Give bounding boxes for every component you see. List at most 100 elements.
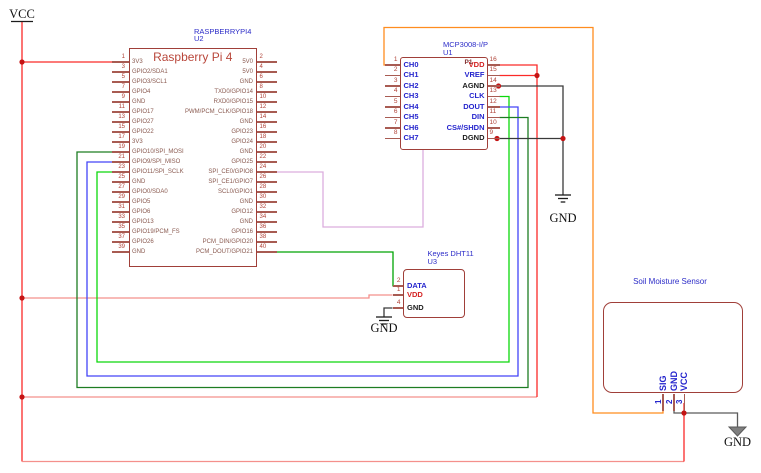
pin-number: 13	[489, 87, 497, 95]
pin-stub[interactable]	[385, 137, 400, 140]
pin-stub[interactable]	[392, 285, 403, 287]
pin-stub[interactable]	[112, 151, 129, 153]
wire-mcp-dgnd[interactable]	[497, 137, 564, 196]
wire-mcp-vdd[interactable]	[499, 64, 538, 76]
pin-stub[interactable]	[385, 85, 400, 87]
pin-stub[interactable]	[385, 74, 400, 77]
pin-stub[interactable]	[683, 393, 686, 411]
pin-stub[interactable]	[257, 61, 277, 63]
wire-spi-mosi[interactable]	[76, 116, 529, 389]
pin-stub[interactable]	[112, 221, 129, 223]
pin-stub[interactable]	[487, 95, 500, 98]
pin-number: 18	[259, 134, 267, 141]
pin-stub[interactable]	[257, 151, 277, 153]
pin-label: GND	[132, 248, 146, 255]
pin-stub[interactable]	[257, 191, 277, 193]
pin-stub[interactable]	[257, 111, 277, 113]
pin-stub[interactable]	[257, 131, 277, 133]
wire-vcc-dht-vdd[interactable]	[22, 294, 393, 299]
pin-stub[interactable]	[487, 137, 500, 140]
pin-stub[interactable]	[385, 106, 400, 108]
soil-sensor-body[interactable]	[603, 302, 743, 393]
pin-stub[interactable]	[662, 393, 664, 411]
wire-dht-gnd[interactable]	[383, 307, 393, 317]
pin-stub[interactable]	[112, 111, 129, 113]
pin-stub[interactable]	[257, 251, 277, 253]
dht11-body[interactable]	[403, 268, 465, 318]
pin-stub[interactable]	[257, 81, 277, 83]
pin-stub[interactable]	[257, 221, 277, 223]
pin-label: GND	[239, 148, 253, 155]
rpi-designator: RASPBERRYPI4	[194, 26, 252, 36]
pin-stub[interactable]	[112, 201, 129, 203]
pin-number: 6	[259, 74, 263, 81]
pin-stub[interactable]	[392, 294, 403, 296]
pin-label: GPIO13	[132, 218, 154, 225]
pin-label: SPI_CE0/GPIO8	[208, 168, 253, 175]
pin-stub[interactable]	[112, 101, 129, 103]
pin-stub[interactable]	[112, 211, 129, 213]
pin-stub[interactable]	[112, 181, 129, 183]
pin-stub[interactable]	[392, 307, 403, 309]
pin-label: VDD	[468, 59, 485, 69]
pin-stub[interactable]	[257, 211, 277, 213]
pin-stub[interactable]	[487, 64, 500, 66]
pin-stub[interactable]	[487, 116, 500, 119]
pin-label: SCL0/GPIO1	[217, 188, 253, 195]
pin-stub[interactable]	[385, 116, 400, 119]
pin-stub[interactable]	[487, 106, 500, 108]
pin-stub[interactable]	[385, 64, 400, 66]
pin-stub[interactable]	[112, 161, 129, 163]
pin-label: GPIO3/SCL1	[132, 78, 168, 85]
wire-spi-sclk[interactable]	[96, 95, 510, 363]
pin-stub[interactable]	[257, 241, 277, 243]
pin-stub[interactable]	[112, 171, 129, 173]
pin-stub[interactable]	[112, 251, 129, 253]
pin-stub[interactable]	[112, 121, 129, 123]
pin-stub[interactable]	[112, 61, 129, 63]
pin-stub[interactable]	[257, 121, 277, 123]
pin-stub[interactable]	[673, 393, 675, 411]
pin-stub[interactable]	[257, 141, 277, 143]
pin-number: 40	[259, 244, 267, 251]
pin-stub[interactable]	[112, 241, 129, 243]
pin-stub[interactable]	[112, 191, 129, 193]
pin-number: 32	[259, 204, 267, 211]
pin-label: VREF	[464, 70, 485, 80]
wire-mcp-agnd[interactable]	[499, 85, 564, 139]
pin-number: 15	[118, 124, 125, 131]
pin-number: 11	[489, 108, 497, 116]
pin-stub[interactable]	[487, 74, 500, 77]
pin-stub[interactable]	[112, 91, 129, 93]
pin-stub[interactable]	[385, 127, 400, 129]
pin-stub[interactable]	[112, 71, 129, 73]
pin-stub[interactable]	[257, 101, 277, 103]
pin-stub[interactable]	[257, 201, 277, 203]
pin-stub[interactable]	[257, 91, 277, 93]
pin-number: 12	[489, 97, 497, 105]
pin-number: 23	[118, 164, 125, 171]
pin-label: DATA	[407, 280, 427, 290]
pin-label: GND	[132, 178, 146, 185]
pin-stub[interactable]	[112, 141, 129, 143]
pin-stub[interactable]	[112, 131, 129, 133]
pin-number: 21	[118, 154, 125, 161]
pin-stub[interactable]	[257, 71, 277, 73]
rpi-refdes: U2	[194, 34, 204, 43]
pin-stub[interactable]	[112, 81, 129, 83]
pin-stub[interactable]	[257, 161, 277, 163]
wire-ch0-orange[interactable]	[383, 26, 664, 414]
pin-stub[interactable]	[257, 181, 277, 183]
wire-spi-miso[interactable]	[86, 106, 519, 377]
pin-stub[interactable]	[112, 231, 129, 233]
pin-stub[interactable]	[487, 85, 500, 87]
raspberry-pi4-body[interactable]: Raspberry Pi 4	[128, 47, 257, 267]
pin-label: GPIO25	[231, 158, 253, 165]
pin-label: PCM_DOUT/GPIO21	[195, 248, 253, 255]
pin-number: 38	[259, 234, 267, 241]
mcp3008-body[interactable]	[399, 56, 488, 150]
pin-stub[interactable]	[385, 95, 400, 98]
pin-stub[interactable]	[257, 171, 277, 173]
pin-stub[interactable]	[487, 127, 500, 129]
pin-stub[interactable]	[257, 231, 277, 233]
